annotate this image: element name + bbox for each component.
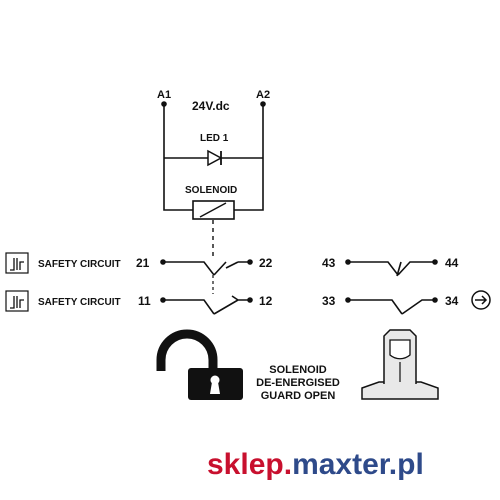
status-line-1: SOLENOID [269,364,327,376]
terminal-44-label: 44 [445,256,459,270]
rail-right [234,104,264,211]
actuator-key-icon [361,329,439,400]
brand-watermark: sklep.maxter.pl [207,448,424,481]
terminal-34-label: 34 [445,294,459,308]
nc-contact-21-22 [163,261,250,276]
terminal-43-label: 43 [322,256,336,270]
safety-contact-row-1: SAFETY CIRCUIT 21 22 [5,252,273,276]
status-line-2: DE-ENERGISED [256,377,340,389]
brand-part-2: maxter.pl [292,448,424,481]
open-padlock-icon [156,329,243,400]
terminal-21-label: 21 [136,256,150,270]
contact-33-34 [348,299,435,315]
circuit-label: SAFETY CIRCUIT [38,297,121,308]
rail-left [163,104,193,211]
terminal-33-label: 33 [322,294,336,308]
brand-part-1: sklep. [207,448,292,481]
coil-circuit: A1 A2 24V.dc LED 1 SOLENOID [157,89,270,258]
terminal-22-label: 22 [259,256,273,270]
safety-circuit-icon [5,252,29,274]
supply-voltage-label: 24V.dc [192,99,230,113]
led-diode-symbol [207,149,223,167]
aux-contact-43-44: 43 44 [322,256,459,277]
status-line-3: GUARD OPEN [261,390,336,402]
aux-contact-33-34: 33 34 [322,290,491,315]
contact-11-12 [163,295,250,315]
solenoid-label: SOLENOID [185,185,237,196]
status-text: SOLENOID DE-ENERGISED GUARD OPEN [256,364,340,402]
arrow-right-circle-icon [471,290,491,310]
terminal-a1-label: A1 [157,89,171,101]
circuit-label: SAFETY CIRCUIT [38,259,121,270]
terminal-11-label: 11 [138,294,151,308]
solenoid-coil-symbol [192,200,235,220]
terminal-12-label: 12 [259,294,273,308]
safety-contact-row-2: SAFETY CIRCUIT 11 12 [5,275,273,315]
safety-circuit-icon [5,290,29,312]
terminal-a2-label: A2 [256,89,270,101]
contact-43-44 [348,261,435,277]
led-label: LED 1 [200,133,229,144]
